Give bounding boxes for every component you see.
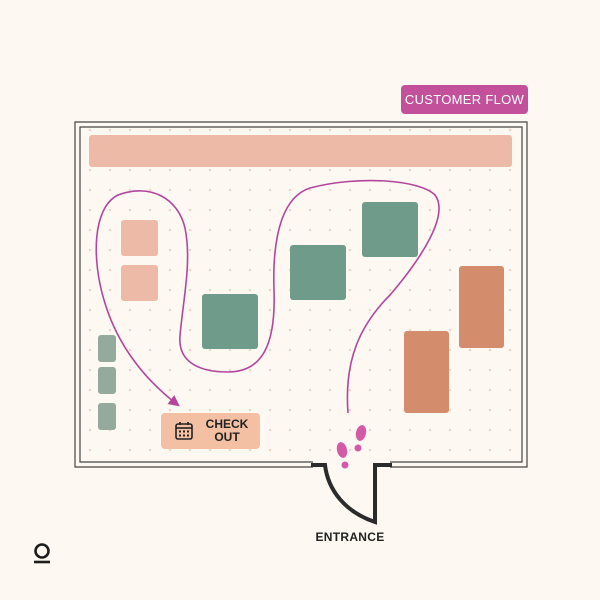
shelf-green: [202, 294, 258, 349]
shelf-green: [290, 245, 346, 300]
shelf-terracotta: [404, 331, 449, 413]
logo-icon: [34, 543, 50, 564]
store-walls: [74, 121, 528, 468]
checkout-label: CHECK OUT: [205, 417, 249, 444]
shelf-peach: [121, 220, 158, 256]
entrance-label: ENTRANCE: [315, 530, 385, 544]
checkout-counter: CHECK OUT: [161, 413, 260, 449]
customer-flow-title: CUSTOMER FLOW: [401, 85, 528, 114]
cash-register-icon: [175, 422, 193, 440]
entrance-door: [311, 463, 392, 525]
shelf-light-green: [98, 335, 116, 362]
shelf-peach: [121, 265, 158, 301]
shelf-light-green: [98, 403, 116, 430]
shelf-light-green: [98, 367, 116, 394]
shelf-terracotta: [459, 266, 504, 348]
footprints-icon: [336, 425, 367, 469]
customer-flow-arrow: [95, 179, 440, 414]
shelf-banner: [89, 135, 512, 167]
shelf-green: [362, 202, 418, 257]
